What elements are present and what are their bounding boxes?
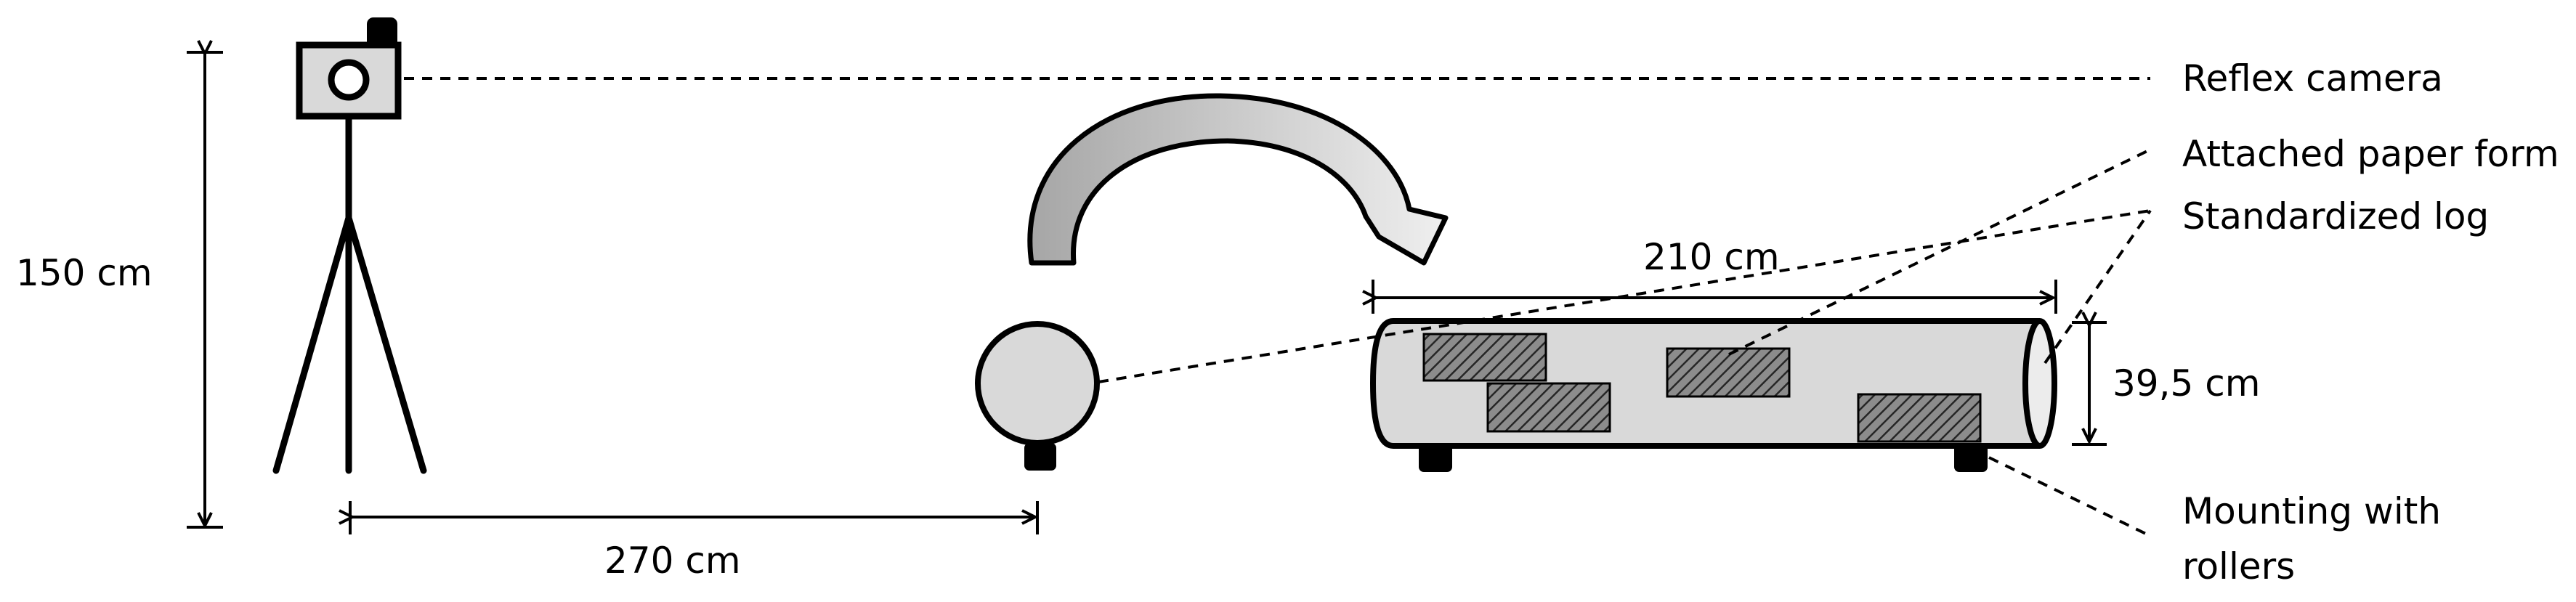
- log-diameter-label: 39,5 cm: [2113, 362, 2261, 404]
- paper-form-1: [1422, 333, 1547, 382]
- log-length-label: 210 cm: [1643, 236, 1780, 278]
- paper-form-4: [1857, 393, 1982, 443]
- legend-attached-paper-form: Attached paper form: [2182, 133, 2559, 175]
- cross-section-roller: [1024, 443, 1056, 471]
- leader-standardized-log-end: [2044, 209, 2152, 365]
- leader-lines: [404, 77, 2152, 537]
- log-cross-section: [975, 321, 1100, 471]
- distance-label: 270 cm: [604, 540, 741, 582]
- reflex-camera-on-tripod: [272, 17, 427, 474]
- tripod: [272, 113, 427, 474]
- paper-form-3: [1666, 347, 1791, 398]
- leader-attached-paper-form: [1728, 148, 2151, 356]
- legend-standardized-log: Standardized log: [2182, 195, 2490, 237]
- height-label: 150 cm: [16, 252, 153, 294]
- rotation-arrow: [1027, 93, 1449, 266]
- camera-body: [296, 41, 402, 120]
- legend-mounting-line-2: rollers: [2182, 545, 2296, 587]
- leader-standardized-log-side: [1098, 209, 2151, 383]
- cross-section-disc: [975, 321, 1100, 446]
- leader-mounting-rollers: [1988, 456, 2151, 537]
- paper-form-2: [1486, 382, 1611, 433]
- standardized-log: [1369, 318, 2057, 472]
- camera-lens: [328, 59, 370, 101]
- legend-mounting-line-1: Mounting with: [2182, 490, 2442, 532]
- log-end-face: [2022, 318, 2057, 449]
- legend-reflex-camera: Reflex camera: [2182, 57, 2443, 99]
